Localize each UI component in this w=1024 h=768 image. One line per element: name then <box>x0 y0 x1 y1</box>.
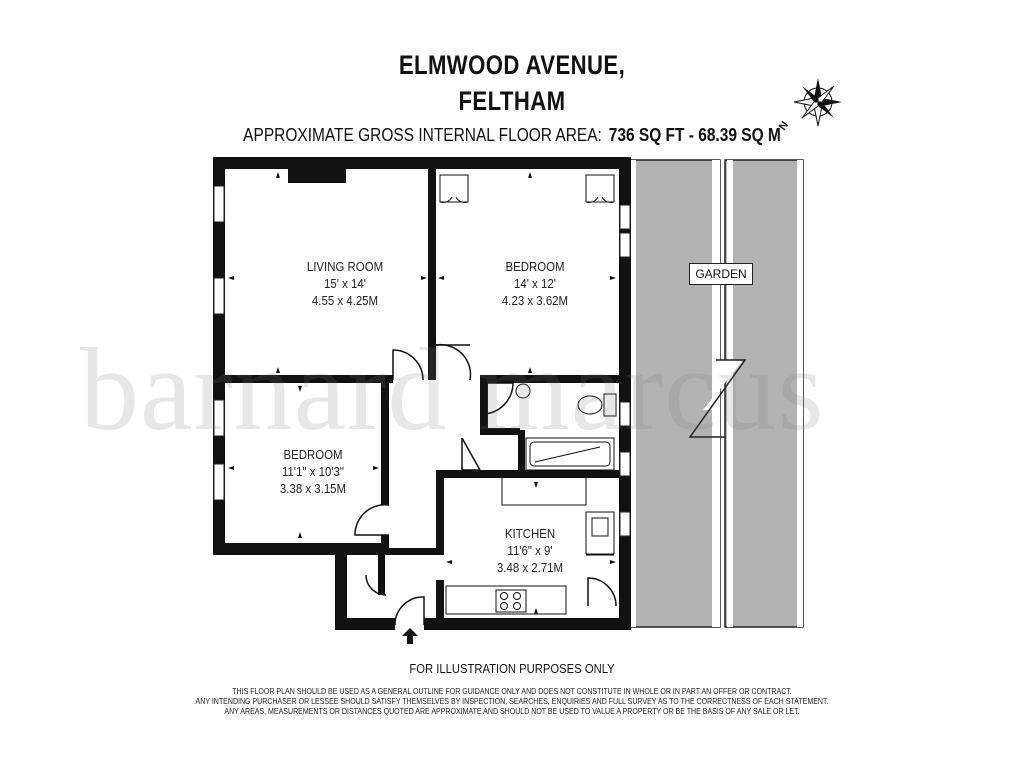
windows <box>213 185 631 537</box>
bathroom-fixtures <box>515 383 617 471</box>
plan-title-town: FELTHAM <box>458 86 566 116</box>
kitchen-fixtures <box>445 478 615 615</box>
room-size-imperial: 14' x 12' <box>514 276 556 291</box>
entrance-arrow-icon <box>402 628 418 644</box>
room-size-imperial: 11'6" x 9' <box>507 543 553 558</box>
room-name: BEDROOM <box>283 447 343 462</box>
garden-label: GARDEN <box>689 263 753 285</box>
garden-break-line <box>688 359 747 438</box>
room-size-metric: 3.48 x 2.71M <box>496 560 564 575</box>
floor-area-label: APPROXIMATE GROSS INTERNAL FLOOR AREA: <box>243 125 602 145</box>
floor-area-value: 736 SQ FT - 68.39 SQ M <box>608 125 781 145</box>
dimension-ticks <box>228 172 616 614</box>
room-size-imperial: 15' x 14' <box>324 276 366 291</box>
room-name: LIVING ROOM <box>306 259 384 274</box>
doors <box>354 343 617 626</box>
room-name: KITCHEN <box>504 526 556 541</box>
room-label-kitchen: KITCHEN 11'6" x 9' 3.48 x 2.71M <box>482 525 579 576</box>
room-size-metric: 4.55 x 4.25M <box>311 293 379 308</box>
room-size-metric: 3.38 x 3.15M <box>279 481 347 496</box>
cupboards <box>439 174 615 203</box>
disclaimer-line-2: ANY INTENDING PURCHASER OR LESSEE SHOULD… <box>195 696 829 706</box>
garden-area <box>627 159 804 628</box>
room-size-metric: 4.23 x 3.62M <box>501 293 569 308</box>
room-label-bedroom-1: BEDROOM 14' x 12' 4.23 x 3.62M <box>487 258 584 309</box>
disclaimer-line-3: ANY AREAS, MEASUREMENTS OR DISTANCES QUO… <box>224 706 800 716</box>
room-label-bedroom-2: BEDROOM 11'1" x 10'3" 3.38 x 3.15M <box>265 446 362 497</box>
illustration-notice: FOR ILLUSTRATION PURPOSES ONLY <box>409 662 615 676</box>
floor-area-line: APPROXIMATE GROSS INTERNAL FLOOR AREA: 73… <box>72 125 953 146</box>
room-name: BEDROOM <box>505 259 565 274</box>
room-label-living-room: LIVING ROOM 15' x 14' 4.55 x 4.25M <box>297 258 394 309</box>
compass-rose-icon <box>793 78 842 127</box>
plan-title-street: ELMWOOD AVENUE, <box>398 50 626 80</box>
disclaimer-line-1: THIS FLOOR PLAN SHOULD BE USED AS A GENE… <box>232 686 792 696</box>
room-size-imperial: 11'1" x 10'3" <box>282 464 344 479</box>
